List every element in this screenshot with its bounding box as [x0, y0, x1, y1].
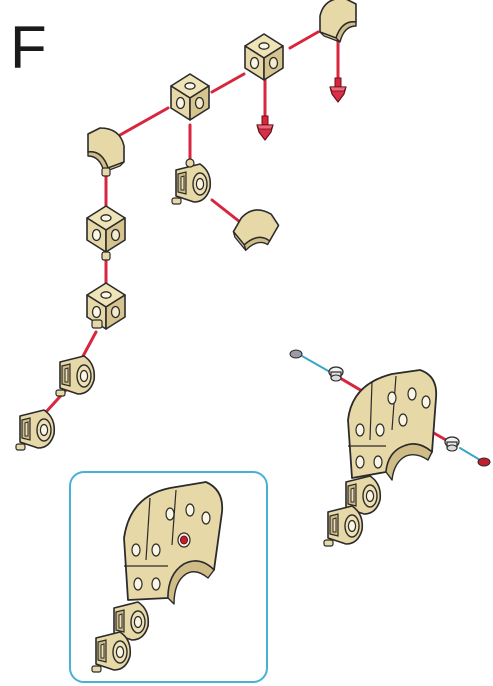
cube-block-icon: [244, 33, 284, 81]
curved-block-icon: [319, 0, 357, 43]
cube-block-icon: [86, 205, 126, 253]
peg-icon: [256, 115, 274, 141]
cube-block-icon: [170, 73, 210, 121]
exploded-assembly: [15, 0, 357, 451]
peg-icon: [329, 77, 347, 103]
inset-detail: [69, 471, 268, 683]
axle-knob-icon: [444, 436, 460, 452]
assembled-model: [289, 349, 491, 547]
washer-icon: [477, 457, 491, 467]
step-letter: F: [10, 14, 47, 81]
axle-knob-icon: [328, 366, 344, 382]
hinge-block-icon: [91, 631, 132, 673]
curved-block-icon: [227, 201, 283, 260]
hinge-block-icon: [171, 163, 212, 205]
hinge-block-icon: [55, 355, 96, 397]
hinge-block-icon: [323, 505, 364, 547]
hinge-block-icon: [15, 409, 56, 451]
curved-block-icon: [87, 127, 125, 173]
washer-icon: [289, 349, 303, 359]
